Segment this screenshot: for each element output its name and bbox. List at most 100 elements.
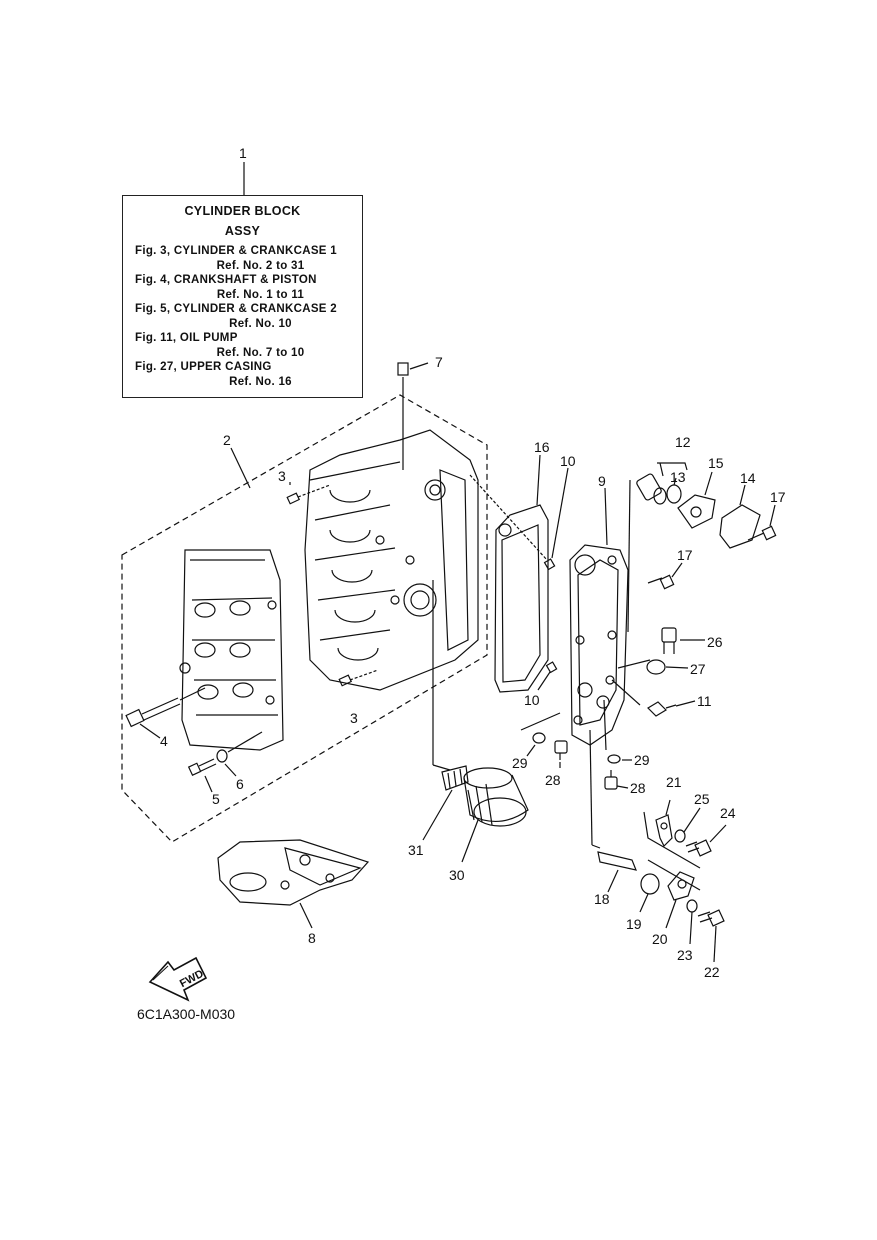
callout-23: 23 — [677, 947, 693, 963]
axis-10a — [469, 474, 548, 561]
leader-14 — [739, 484, 746, 506]
leader-28b — [616, 785, 629, 789]
callout-17b: 17 — [677, 547, 693, 563]
leader-8 — [299, 902, 313, 929]
part-23-washer — [686, 899, 698, 913]
axis-29b — [603, 699, 607, 751]
part-3b-pin — [338, 674, 353, 687]
callout-28a: 28 — [545, 772, 561, 788]
leader-25 — [683, 807, 701, 833]
ref-fig-5: Fig. 5, CYLINDER & CRANKCASE 2 — [135, 303, 337, 315]
callout-1: 1 — [239, 145, 247, 161]
callout-22: 22 — [704, 964, 720, 980]
callout-4: 4 — [160, 733, 168, 749]
axis-21 — [643, 811, 701, 869]
leader-13 — [673, 477, 677, 486]
part-3a-pin — [286, 492, 301, 505]
part-30-oil-filter — [463, 767, 529, 827]
part-15-gasket — [677, 494, 716, 529]
axis-18 — [589, 729, 593, 846]
part-16-gasket — [494, 504, 549, 693]
callout-16: 16 — [534, 439, 550, 455]
ref-fig-11: Fig. 11, OIL PUMP — [135, 332, 238, 344]
callout-29a: 29 — [512, 755, 528, 771]
callout-11: 11 — [697, 693, 712, 709]
leader-6 — [224, 763, 237, 777]
callout-18: 18 — [594, 891, 610, 907]
axis-31-elbow — [432, 764, 451, 771]
ref-fig-27-refno: Ref. No. 16 — [229, 375, 292, 388]
part-11-fitting — [647, 701, 677, 717]
ref-fig-4-refno: Ref. No. 1 to 11 — [216, 288, 305, 301]
leader-18 — [607, 869, 619, 893]
callout-21: 21 — [666, 774, 682, 790]
part-21-bracket — [655, 814, 673, 848]
callout-6: 6 — [236, 776, 244, 792]
callout-26: 26 — [707, 634, 723, 650]
leader-2 — [230, 447, 251, 489]
reference-box: CYLINDER BLOCK ASSY Fig. 3, CYLINDER & C… — [122, 195, 363, 398]
leader-29a — [526, 744, 536, 757]
callout-25: 25 — [694, 791, 710, 807]
part-28a-plug — [554, 740, 568, 760]
part-29b-oring — [607, 754, 621, 764]
cylinder-block-drawing — [304, 429, 479, 691]
callout-28b: 28 — [630, 780, 646, 796]
assembly-outline — [121, 394, 488, 843]
axis-26-11 — [611, 659, 651, 706]
leader-17b — [671, 562, 683, 578]
callout-19: 19 — [626, 916, 642, 932]
part-22-bolt — [697, 909, 725, 927]
ref-title-1: CYLINDER BLOCK — [184, 204, 301, 218]
leader-12 — [657, 462, 688, 477]
leader-11 — [675, 700, 696, 707]
part-8-gasket — [217, 839, 370, 906]
part-20-sensor — [667, 871, 695, 901]
callout-12: 12 — [675, 434, 691, 450]
callout-17a: 17 — [770, 489, 786, 505]
leader-5-6-axis — [227, 731, 263, 753]
cylinder-head-drawing — [179, 549, 284, 751]
callout-15: 15 — [708, 455, 724, 471]
fwd-label: FWD — [178, 968, 206, 990]
callout-3a: 3 — [278, 468, 286, 484]
leader-17a — [769, 504, 776, 527]
part-15-hole — [690, 506, 702, 518]
fwd-arrow-icon — [148, 956, 208, 1002]
leader-16 — [536, 454, 541, 506]
part-17a-bolt — [747, 525, 777, 541]
leader-31 — [422, 789, 453, 841]
callout-14: 14 — [740, 470, 756, 486]
ref-fig-27: Fig. 27, UPPER CASING — [135, 361, 272, 373]
part-13-washer — [666, 484, 682, 504]
leader-19 — [639, 893, 649, 913]
leader-10b — [537, 671, 551, 691]
part-12-thermostat — [636, 473, 667, 505]
callout-30: 30 — [449, 867, 465, 883]
part-28b-plug — [604, 770, 618, 790]
callout-numbers: 1 2 3 3 4 5 6 7 8 9 10 10 11 12 13 14 15… — [160, 145, 786, 980]
part-27-oring — [646, 659, 666, 675]
part-31-fitting — [441, 765, 469, 791]
axis-20 — [647, 859, 701, 891]
callout-5: 5 — [212, 791, 220, 807]
axis-9-right — [627, 479, 631, 633]
ref-fig-3-refno: Ref. No. 2 to 31 — [216, 259, 305, 272]
ref-fig-5-refno: Ref. No. 10 — [229, 317, 292, 330]
callout-27: 27 — [690, 661, 706, 677]
ref-fig-3: Fig. 3, CYLINDER & CRANKCASE 1 — [135, 245, 337, 257]
part-5-bolt — [187, 758, 217, 777]
part-6-washer — [216, 749, 228, 763]
part-19-collar — [640, 873, 660, 895]
part-4-bolt — [125, 687, 206, 728]
drawing-code: 6C1A300-M030 — [137, 1006, 236, 1022]
leader-9 — [604, 487, 608, 546]
callout-20: 20 — [652, 931, 668, 947]
part-17b-bolt — [647, 574, 675, 590]
part-26-plug — [661, 627, 677, 654]
callout-2: 2 — [223, 432, 231, 448]
callout-29b: 29 — [634, 752, 650, 768]
axis-29a — [520, 712, 561, 731]
callout-9: 9 — [598, 473, 606, 489]
